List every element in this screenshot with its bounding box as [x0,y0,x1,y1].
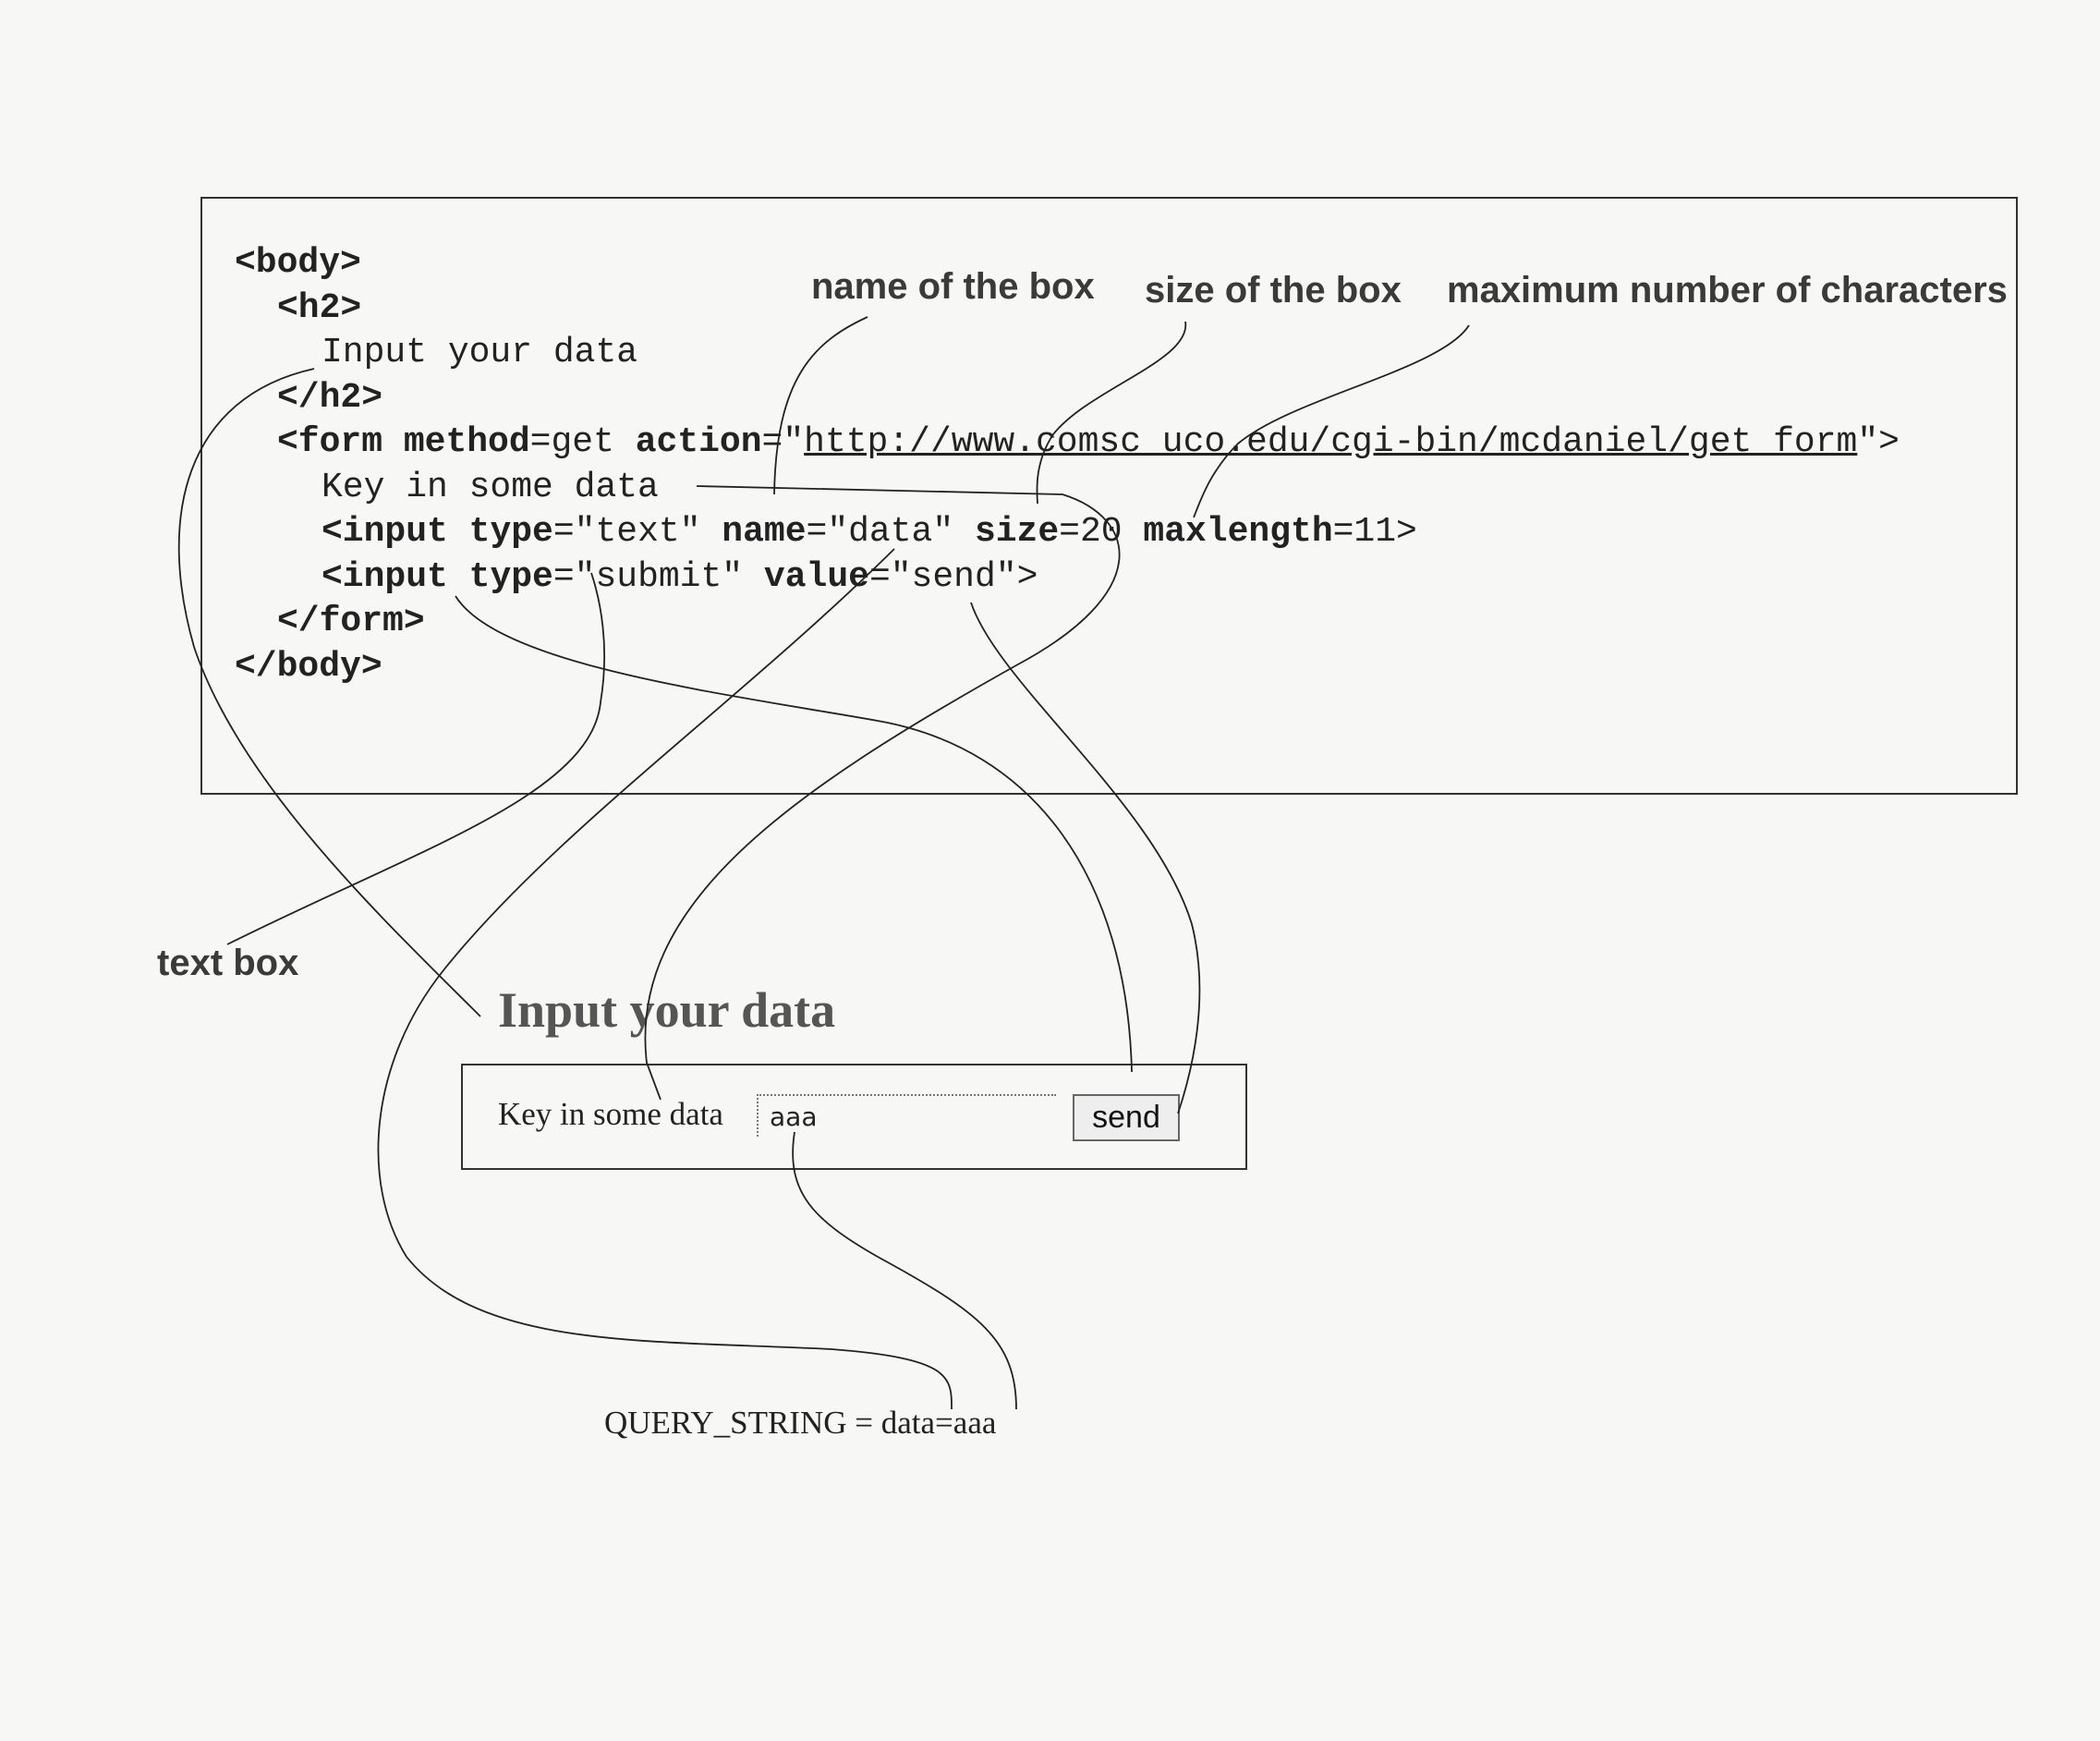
code-text: =20 [1059,512,1144,552]
code-line-h2-close: </h2> [277,376,382,421]
connector-submit [455,595,1133,1073]
code-text: </form> [277,602,425,641]
code-text: ="send"> [868,557,1038,597]
code-text: type [468,512,553,552]
code-text: ="text" [552,512,722,552]
code-text: size [974,512,1060,552]
code-line-key-text: Key in some data [322,468,659,507]
connector-name-data [377,548,953,1410]
code-line-form-close: </form> [277,600,425,645]
rendered-form-box [461,1064,1247,1170]
code-line-h2-open: <h2> [277,286,361,332]
connector-max-chars [1193,324,1470,518]
code-text: method [403,422,530,462]
code-text: =" [761,422,805,462]
rendered-form-label: Key in some data [498,1096,723,1132]
code-line-body-open: <body> [235,241,361,286]
code-text: </body> [235,647,382,687]
code-text: action [635,422,762,462]
code-line-h2-text: Input your data [322,333,638,372]
connector-size-of-box [1036,321,1186,505]
code-line-body-close: </body> [235,645,382,690]
rendered-heading: Input your data [498,982,836,1038]
annotation-text-box: text box [157,943,299,983]
code-text: "> [1857,422,1900,462]
send-button[interactable]: send [1073,1094,1180,1141]
code-text: ="data" [806,512,975,552]
code-line-input-text: <input type="text" name="data" size=20 m… [322,510,1417,555]
action-url: http://www.comsc uco.edu/cgi-bin/mcdanie… [804,422,1858,462]
code-text: maxlength [1143,512,1333,552]
code-box [200,197,2018,795]
query-string: QUERY_STRING = data=aaa [604,1405,997,1441]
connector-name-of-box [773,316,868,495]
code-text: <h2> [277,288,362,328]
code-text: name [722,512,807,552]
code-text: </h2> [277,378,383,418]
code-text: <body> [235,243,361,283]
connector-input-value [792,1131,1017,1410]
code-text: =11> [1332,512,1417,552]
connector-text-box [226,572,605,945]
annotation-max-chars: maximum number of characters [1447,270,2008,310]
annotation-size-of-box: size of the box [1145,270,1402,310]
connector-key-label [644,485,1121,1101]
code-line-form: <form method=get action="http://www.coms… [277,420,1900,466]
code-line-input-submit: <input type="submit" value="send"> [322,555,1038,601]
code-text: ="submit" [552,557,764,597]
connector-heading [177,368,481,1017]
code-text: <form [277,422,383,462]
code-text: <input [322,557,448,597]
connector-send-value [970,602,1201,1114]
code-text: type [468,557,553,597]
data-text-input[interactable] [757,1094,1056,1137]
code-text: =get [529,422,636,462]
annotation-name-of-box: name of the box [811,266,1095,307]
code-text: <input [322,512,448,552]
